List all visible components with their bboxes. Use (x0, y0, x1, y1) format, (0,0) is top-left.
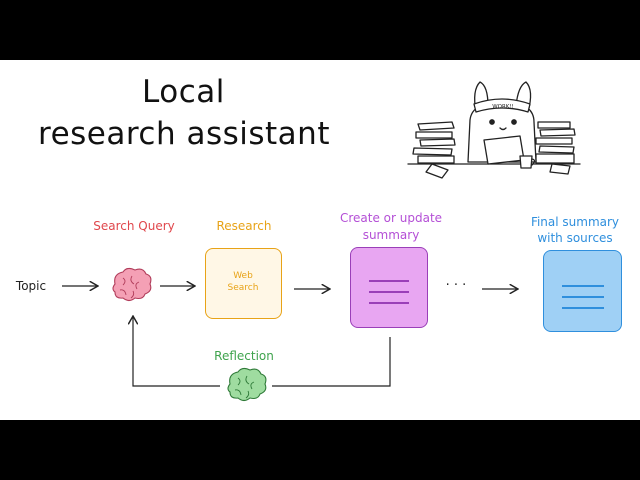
brain-icon (227, 367, 267, 402)
web-search-line-2: Search (227, 283, 259, 293)
loop-reflection-to-query (133, 316, 220, 387)
final-summary-label-line-1: Final summary (530, 215, 620, 229)
summary-document (350, 247, 428, 328)
research-box: Web Search (205, 248, 282, 319)
final-summary-document (543, 250, 622, 332)
llama-working-at-desk-icon: WORK!! (407, 81, 581, 179)
search-query-label: Search Query (93, 219, 175, 233)
topic-label: Topic (15, 279, 47, 293)
document-line (369, 280, 409, 282)
flow-arrows (62, 267, 640, 402)
document-line (369, 291, 409, 293)
document-line (369, 302, 409, 304)
reflection-label: Reflection (214, 349, 274, 363)
document-line (562, 307, 604, 309)
create-update-label-line-1: Create or update (339, 211, 443, 225)
web-search-line-1: Web (233, 271, 253, 281)
document-line (562, 285, 604, 287)
research-label: Research (216, 219, 272, 233)
document-line (562, 296, 604, 298)
ellipsis: · · · (445, 278, 467, 293)
create-update-label-line-2: summary (362, 228, 420, 242)
final-summary-label-line-2: with sources (537, 231, 613, 245)
title-line-1: Local (142, 74, 225, 110)
diagram-canvas: Local research assistant (0, 60, 640, 420)
loop-summary-to-reflection (272, 337, 391, 387)
headband-text: WORK!! (492, 104, 514, 110)
title-line-2: research assistant (38, 116, 330, 152)
brain-icon (112, 267, 152, 302)
